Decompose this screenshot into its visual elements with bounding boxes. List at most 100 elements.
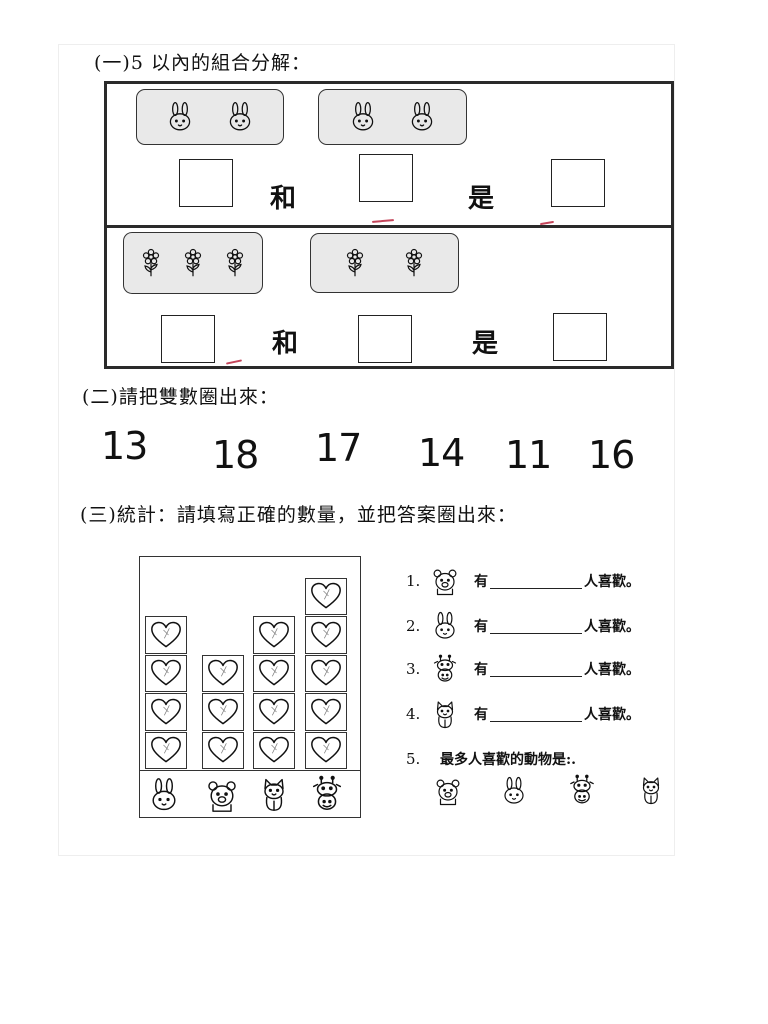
number-option[interactable]: 16 (588, 433, 635, 477)
giraffe-icon (430, 654, 460, 684)
answer-box-row1-result[interactable] (551, 159, 605, 207)
bear-icon[interactable] (433, 774, 463, 808)
question-number: 3. (406, 660, 421, 678)
has-label: 有 (474, 574, 488, 590)
answer-box-row2-a[interactable] (161, 315, 215, 363)
heart-icon (309, 581, 343, 611)
cat-icon[interactable] (636, 772, 666, 808)
question-1: 1. 有 人喜歡。 (406, 564, 640, 598)
number-option[interactable]: 13 (101, 424, 148, 468)
chart-heart-cell-cat (253, 616, 295, 654)
is-label: 是 (468, 184, 495, 214)
question-number: 4. (406, 705, 421, 723)
number-option[interactable]: 18 (212, 433, 259, 477)
has-label: 有 (474, 619, 488, 635)
question-2: 2. 有 人喜歡。 (406, 609, 640, 643)
chart-heart-cell-bear (202, 731, 244, 769)
rabbit-icon (430, 611, 460, 641)
rabbit-icon (224, 99, 256, 135)
heart-icon (149, 620, 183, 650)
flower-icon (178, 244, 208, 282)
heart-icon (257, 697, 291, 727)
rabbit-icon (347, 99, 379, 135)
heart-icon (206, 735, 240, 765)
chart-heart-cell-rabbit (145, 731, 187, 769)
chart-baseline (139, 770, 361, 771)
heart-icon (309, 658, 343, 688)
answer-box-row1-a[interactable] (179, 159, 233, 207)
is-label: 是 (472, 329, 499, 359)
answer-blank[interactable] (490, 707, 582, 722)
answer-box-row2-result[interactable] (553, 313, 607, 361)
rabbit-icon[interactable] (499, 774, 529, 808)
likes-label: 人喜歡。 (584, 619, 640, 635)
flower-icon (340, 244, 370, 282)
answer-blank[interactable] (490, 619, 582, 634)
heart-icon (309, 735, 343, 765)
cat-icon (256, 774, 292, 814)
bear-icon (204, 776, 240, 814)
heart-icon (257, 620, 291, 650)
chart-heart-cell-rabbit (145, 693, 187, 731)
rabbit-group-a (136, 89, 284, 145)
section3-heading: (三)統計：請填寫正確的數量，並把答案圈出來： (80, 504, 517, 526)
chart-heart-cell-rabbit (145, 616, 187, 654)
has-label: 有 (474, 662, 488, 678)
heart-icon (309, 697, 343, 727)
likes-label: 人喜歡。 (584, 662, 640, 678)
table-divider (107, 225, 671, 228)
rabbit-icon (406, 99, 438, 135)
answer-box-row2-b[interactable] (358, 315, 412, 363)
flower-group-a (123, 232, 263, 294)
pictograph-chart (139, 556, 361, 818)
chart-heart-cell-bear (202, 693, 244, 731)
heart-icon (206, 658, 240, 688)
number-option[interactable]: 11 (505, 433, 552, 477)
flower-icon (136, 244, 166, 282)
chart-heart-cell-bear (202, 654, 244, 692)
heart-icon (257, 658, 291, 688)
question-5-text: 最多人喜歡的動物是:. (440, 752, 577, 768)
heart-icon (149, 735, 183, 765)
flower-group-b (310, 233, 459, 293)
composition-table (104, 81, 674, 369)
likes-label: 人喜歡。 (584, 574, 640, 590)
question-4: 4. 有 人喜歡。 (406, 697, 640, 731)
and-label: 和 (272, 329, 299, 359)
answer-blank[interactable] (490, 574, 582, 589)
rabbit-group-b (318, 89, 467, 145)
has-label: 有 (474, 707, 488, 723)
rabbit-icon (164, 99, 196, 135)
question-number: 2. (406, 617, 421, 635)
chart-heart-cell-giraffe (305, 731, 347, 769)
section1-heading: (一)5 以內的組合分解： (94, 52, 311, 74)
number-option[interactable]: 14 (418, 431, 465, 475)
answer-box-row1-b[interactable] (359, 154, 413, 202)
flower-icon (220, 244, 250, 282)
cat-icon (430, 699, 460, 729)
question-number: 1. (406, 572, 421, 590)
answer-blank[interactable] (490, 662, 582, 677)
chart-heart-cell-cat (253, 731, 295, 769)
section2-heading: (二)請把雙數圈出來： (82, 386, 279, 408)
heart-icon (149, 658, 183, 688)
chart-heart-cell-giraffe (305, 616, 347, 654)
bear-icon (430, 566, 460, 596)
giraffe-icon[interactable] (566, 772, 598, 808)
and-label: 和 (270, 184, 297, 214)
question-number: 5. (406, 750, 421, 768)
number-option[interactable]: 17 (315, 426, 362, 470)
chart-heart-cell-cat (253, 654, 295, 692)
heart-icon (149, 697, 183, 727)
chart-heart-cell-rabbit (145, 654, 187, 692)
heart-icon (257, 735, 291, 765)
flower-icon (399, 244, 429, 282)
chart-heart-cell-giraffe (305, 693, 347, 731)
likes-label: 人喜歡。 (584, 707, 640, 723)
chart-heart-cell-giraffe (305, 577, 347, 615)
heart-icon (206, 697, 240, 727)
heart-icon (309, 620, 343, 650)
rabbit-icon (146, 776, 182, 814)
giraffe-icon (308, 774, 346, 814)
question-3: 3. 有 人喜歡。 (406, 652, 640, 686)
